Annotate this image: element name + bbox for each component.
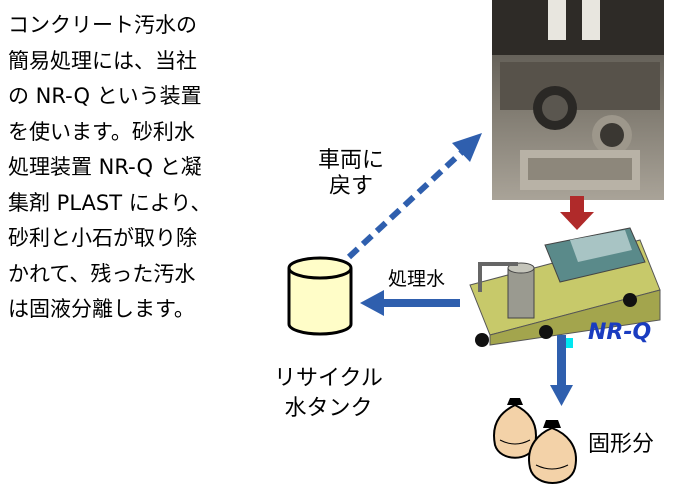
paragraph-line: を使います。砂利水 (8, 119, 195, 144)
description-paragraph: コンクリート汚水の 簡易処理には、当社 の NR-Q という装置 を使います。砂… (8, 8, 258, 328)
solids-label: 固形分 (588, 432, 655, 457)
treated-water-label: 処理水 (388, 268, 446, 290)
return-to-vehicle-label: 車両に 戻す (318, 148, 384, 200)
red-down-arrow (560, 196, 594, 230)
paragraph-line: 集剤 PLAST により、 (8, 190, 212, 215)
paragraph-line: の NR-Q という装置 (8, 84, 202, 108)
device-name-label: NR-Q (588, 320, 652, 345)
paragraph-line: 簡易処理には、当社 (8, 48, 197, 73)
recycle-tank-label: リサイクル 水タンク (274, 364, 383, 424)
truck-chute-photo (492, 0, 664, 200)
paragraph-line: は固液分離します。 (8, 297, 195, 321)
paragraph-line: 処理装置 NR-Q と凝 (8, 155, 202, 179)
treated-water-arrow (360, 290, 460, 316)
recycle-water-tank-icon (287, 256, 353, 336)
paragraph-line: コンクリート汚水の (8, 13, 197, 37)
tank-label-line1: リサイクル (274, 366, 383, 391)
return-label-line1: 車両に (318, 148, 385, 173)
solids-down-arrow (550, 335, 573, 406)
paragraph-line: かれて、残った汚水 (8, 261, 196, 286)
paragraph-line: 砂利と小石が取り除 (8, 226, 197, 250)
tank-label-line2: 水タンク (284, 396, 373, 421)
return-label-line2: 戻す (329, 174, 374, 199)
solids-sacks-icon (493, 398, 577, 484)
return-to-vehicle-arrow (346, 133, 482, 260)
nrq-device (469, 227, 661, 348)
